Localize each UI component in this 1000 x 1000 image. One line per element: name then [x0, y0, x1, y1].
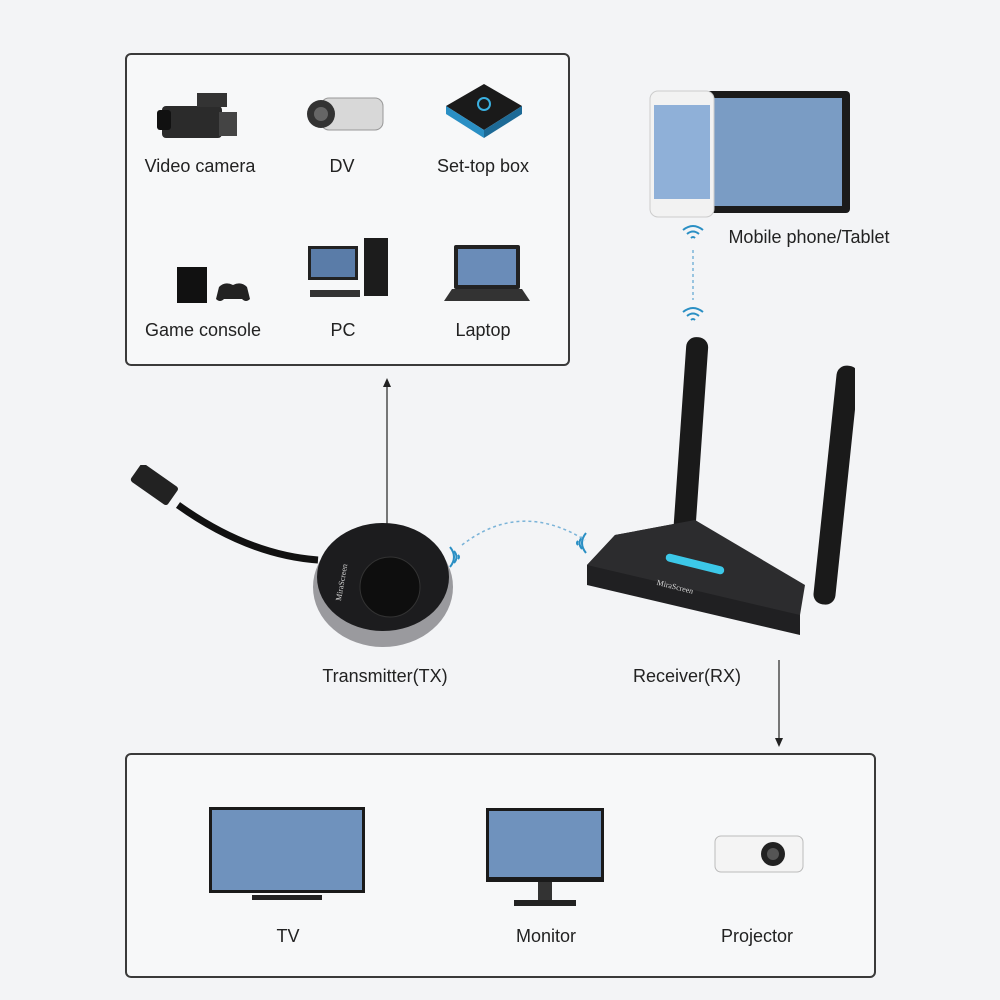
camcorder-icon — [303, 90, 388, 140]
output-label-projector: Projector — [720, 926, 794, 946]
output-label-tv: TV — [276, 926, 300, 946]
receiver-label: Receiver(RX) — [632, 666, 742, 686]
output-label-monitor: Monitor — [515, 926, 577, 946]
game-console-icon — [175, 265, 255, 305]
receiver-device — [585, 335, 855, 645]
source-label-dv: DV — [329, 156, 355, 176]
laptop-icon — [442, 243, 532, 303]
pc-icon — [306, 236, 391, 301]
monitor-icon — [484, 806, 606, 908]
wifi-icon — [449, 546, 460, 568]
video-camera-icon — [157, 88, 239, 143]
source-label-set-top-box: Set-top box — [436, 156, 530, 176]
dashed-link-tx-rx — [461, 520, 586, 546]
source-label-laptop: Laptop — [455, 320, 511, 340]
transmitter-device — [128, 465, 458, 655]
source-label-video-camera: Video camera — [144, 156, 256, 176]
set-top-box-icon — [444, 82, 524, 142]
projector-icon — [713, 826, 805, 878]
tablet-phone-icon — [648, 89, 852, 219]
wifi-icon — [682, 307, 704, 321]
transmitter-label: Transmitter(TX) — [322, 666, 448, 686]
source-label-game-console: Game console — [144, 320, 262, 340]
wifi-icon — [682, 225, 704, 239]
mobile-label: Mobile phone/Tablet — [728, 227, 890, 247]
source-label-pc: PC — [330, 320, 356, 340]
tv-icon — [207, 805, 367, 905]
